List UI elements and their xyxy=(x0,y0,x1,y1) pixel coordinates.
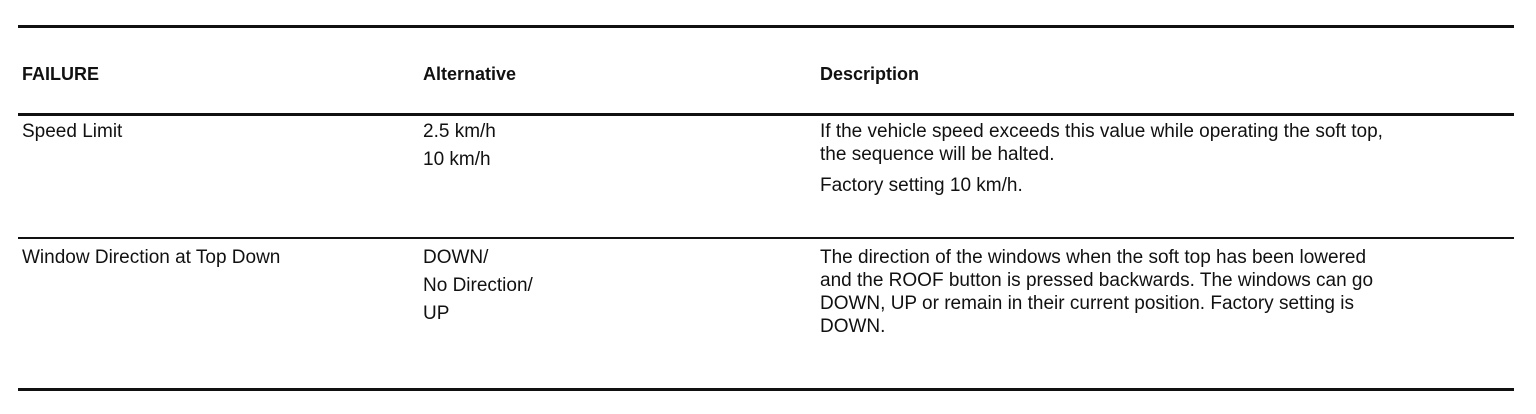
alternative-item: 2.5 km/h xyxy=(423,121,496,142)
description-line: If the vehicle speed exceeds this value … xyxy=(820,121,1383,142)
description-line: the sequence will be halted. xyxy=(820,144,1055,165)
description-line: DOWN, UP or remain in their current posi… xyxy=(820,293,1354,314)
header-rule xyxy=(18,113,1514,116)
alternative-item: No Direction/ xyxy=(423,275,533,296)
table-top-rule xyxy=(18,25,1514,28)
alternative-item: 10 km/h xyxy=(423,149,491,170)
table-row-window-direction-description: The direction of the windows when the so… xyxy=(820,246,1373,338)
table-row-window-direction-failure: Window Direction at Top Down xyxy=(22,247,281,268)
alternative-item: UP xyxy=(423,303,450,324)
header-description: Description xyxy=(820,64,920,84)
table-bottom-rule xyxy=(18,388,1514,391)
table-row-speed-limit-failure: Speed Limit xyxy=(22,121,123,142)
table-row-window-direction-alternatives: DOWN/ No Direction/ UP xyxy=(423,246,533,330)
alternative-item: DOWN/ xyxy=(423,247,489,268)
description-line: The direction of the windows when the so… xyxy=(820,247,1367,268)
header-failure: FAILURE xyxy=(22,64,100,84)
header-alternative: Alternative xyxy=(423,64,517,84)
row-divider-rule xyxy=(18,237,1514,239)
description-line: and the ROOF button is pressed backwards… xyxy=(820,270,1374,291)
description-line: DOWN. xyxy=(820,316,886,337)
table-row-speed-limit-alternatives: 2.5 km/h 10 km/h xyxy=(423,120,496,176)
table-row-speed-limit-description: If the vehicle speed exceeds this value … xyxy=(820,120,1383,197)
factory-setting-note: Factory setting 10 km/h. xyxy=(820,175,1023,196)
